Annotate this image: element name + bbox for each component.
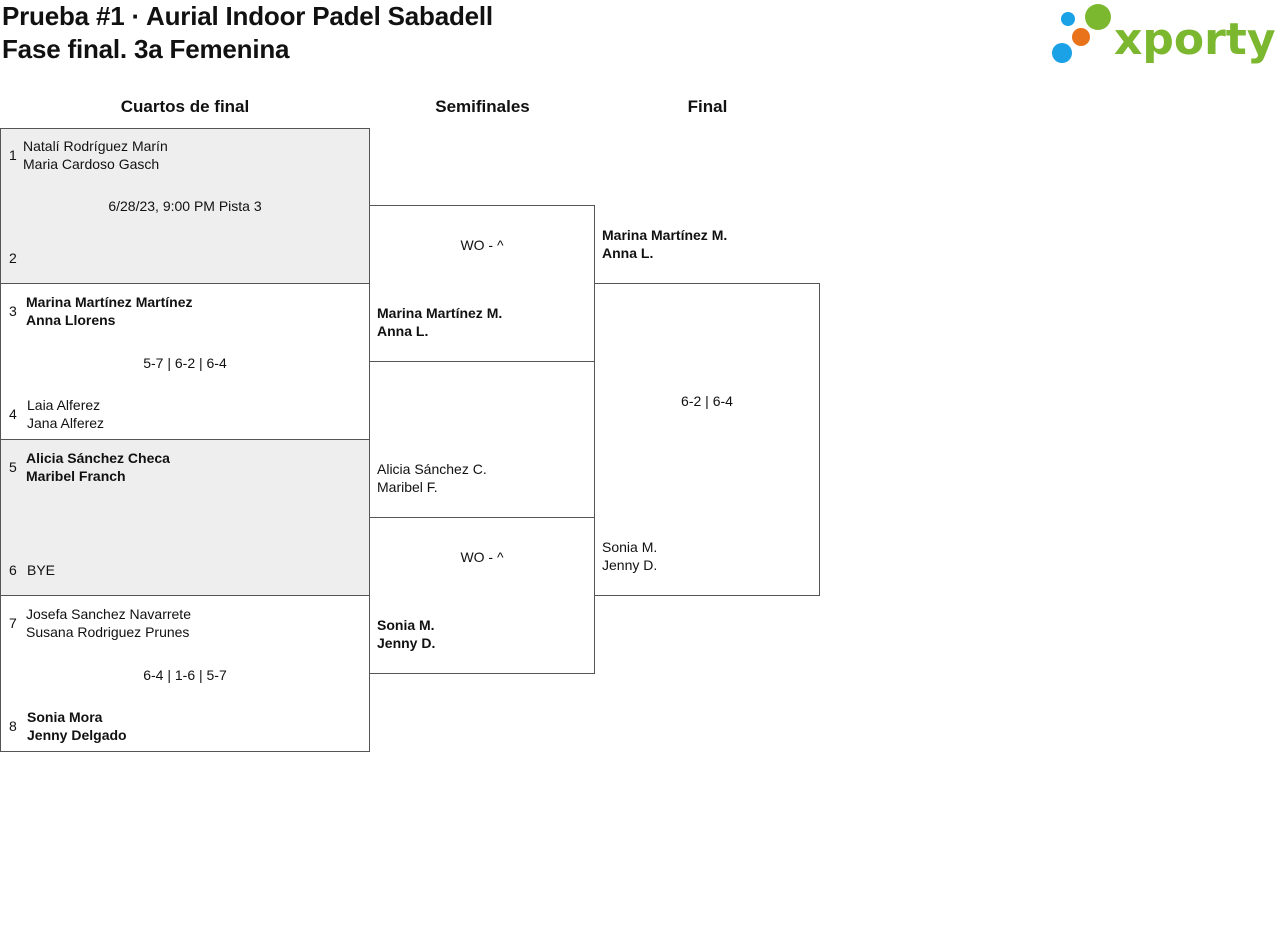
team-bottom-winner[interactable]: Sonia Mora Jenny Delgado (27, 708, 127, 744)
player-name: Susana Rodriguez Prunes (26, 624, 190, 640)
player-name: Jenny Delgado (27, 727, 127, 743)
semifinal-2-team-top[interactable]: Alicia Sánchez C. Maribel F. (377, 460, 487, 496)
player-name: Sonia M. (602, 539, 658, 555)
player-name: Anna L. (602, 245, 654, 261)
player-name: Natalí Rodríguez Marín (23, 138, 168, 154)
player-name: BYE (27, 562, 56, 578)
xporty-logo: xporty (1052, 4, 1276, 65)
team-top-winner[interactable]: Marina Martínez Martínez Anna Llorens (26, 293, 192, 329)
logo-blue-dot-large (1052, 43, 1072, 63)
semifinal-match-1[interactable]: WO - ^ Marina Martínez M. Anna L. (369, 205, 595, 362)
match-score: WO - ^ (460, 549, 504, 565)
round-header-final: Final (687, 97, 728, 116)
logo-green-dot (1085, 4, 1111, 30)
team-bottom[interactable]: Laia Alferez Jana Alferez (27, 396, 104, 432)
quarterfinal-match-1[interactable]: 1 Natalí Rodríguez Marín Maria Cardoso G… (0, 128, 370, 284)
seed-number: 8 (9, 718, 17, 734)
page-title: Prueba #1 · Aurial Indoor Padel Sabadell… (2, 0, 493, 66)
player-name: Jenny D. (377, 635, 436, 651)
player-name: Jana Alferez (27, 415, 105, 431)
match-score: 6-2 | 6-4 (681, 393, 733, 409)
semifinal-match-2[interactable]: WO - ^ Sonia M. Jenny D. (369, 517, 595, 674)
seed-number: 7 (9, 615, 17, 631)
round-header-quarters: Cuartos de final (120, 97, 250, 116)
seed-number: 5 (9, 459, 17, 475)
tournament-title: Prueba #1 · Aurial Indoor Padel Sabadell (2, 1, 493, 31)
player-name: Alicia Sánchez C. (377, 461, 487, 477)
team-bottom[interactable]: Sonia M. Jenny D. (602, 538, 657, 574)
player-name: Sonia M. (377, 617, 435, 633)
quarterfinal-match-3[interactable]: 5 Alicia Sánchez Checa Maribel Franch 6 … (0, 439, 370, 596)
team-bottom-winner[interactable]: Marina Martínez M. Anna L. (377, 304, 502, 340)
match-info: 6/28/23, 9:00 PM Pista 3 (108, 198, 262, 214)
player-name: Jenny D. (602, 557, 658, 573)
final-match[interactable]: 6-2 | 6-4 Sonia M. Jenny D. (594, 283, 820, 596)
team-top-winner[interactable]: Alicia Sánchez Checa Maribel Franch (26, 449, 170, 485)
player-name: Marina Martínez Martínez (26, 294, 193, 310)
player-name: Maribel Franch (26, 468, 126, 484)
player-name: Marina Martínez M. (377, 305, 503, 321)
player-name: Marina Martínez M. (602, 227, 728, 243)
quarterfinal-match-2[interactable]: 3 Marina Martínez Martínez Anna Llorens … (0, 283, 370, 440)
round-header-semis: Semifinales (435, 97, 530, 116)
final-team-top-winner[interactable]: Marina Martínez M. Anna L. (602, 226, 727, 262)
player-name: Alicia Sánchez Checa (26, 450, 170, 466)
team-bottom[interactable]: BYE (27, 561, 55, 597)
seed-number: 1 (9, 147, 17, 163)
match-score: WO - ^ (460, 237, 504, 253)
seed-number: 3 (9, 303, 17, 319)
team-top[interactable]: Natalí Rodríguez Marín Maria Cardoso Gas… (23, 137, 168, 173)
player-name: Anna L. (377, 323, 429, 339)
player-name: Josefa Sanchez Navarrete (26, 606, 191, 622)
logo-blue-dot-small (1061, 12, 1075, 26)
seed-number: 4 (9, 406, 17, 422)
match-score: 6-4 | 1-6 | 5-7 (143, 667, 227, 683)
match-score: 5-7 | 6-2 | 6-4 (143, 355, 227, 371)
team-bottom-winner[interactable]: Sonia M. Jenny D. (377, 616, 435, 652)
logo-orange-dot (1072, 28, 1090, 46)
phase-title: Fase final. 3a Femenina (2, 34, 290, 64)
player-name: Maria Cardoso Gasch (23, 156, 160, 172)
player-name: Maribel F. (377, 479, 438, 495)
player-name: Sonia Mora (27, 709, 103, 725)
seed-number: 6 (9, 562, 17, 578)
seed-number: 2 (9, 250, 17, 266)
logo-text: xporty (1114, 14, 1276, 65)
player-name: Laia Alferez (27, 397, 101, 413)
quarterfinal-match-4[interactable]: 7 Josefa Sanchez Navarrete Susana Rodrig… (0, 595, 370, 752)
team-top[interactable]: Josefa Sanchez Navarrete Susana Rodrigue… (26, 605, 191, 641)
player-name: Anna Llorens (26, 312, 116, 328)
